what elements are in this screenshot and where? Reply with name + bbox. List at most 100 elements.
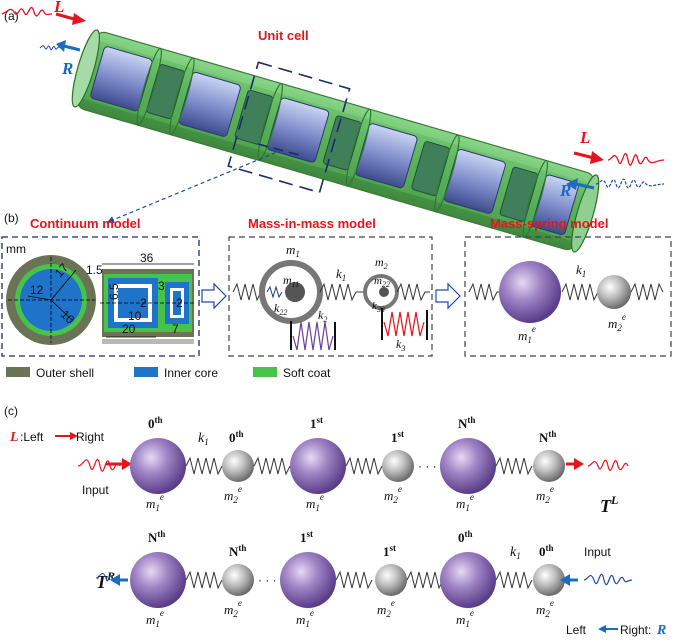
incident-wave-right: R bbox=[559, 178, 665, 200]
dim-2a: 2 bbox=[140, 296, 147, 310]
chain-bot-big-0 bbox=[440, 552, 496, 608]
svg-text:Left: Left bbox=[566, 623, 587, 637]
chain-top-small-0 bbox=[222, 450, 254, 482]
svg-text:L: L bbox=[9, 430, 19, 445]
label-k3: k3 bbox=[396, 337, 405, 353]
chain-bot-small-0 bbox=[533, 564, 565, 596]
legend-swatch-soft-coat bbox=[253, 367, 277, 377]
sphere-m1e bbox=[499, 261, 561, 323]
label-k33: k33 bbox=[372, 300, 385, 314]
ord-top-0: 0th bbox=[148, 415, 163, 431]
ord-bot-1: Nth bbox=[229, 543, 246, 559]
label-TR: TR bbox=[96, 569, 115, 592]
bot-m2e-1: m2e bbox=[377, 598, 395, 619]
ord-bot-4: 0th bbox=[458, 529, 473, 545]
ord-bot-0: Nth bbox=[148, 529, 165, 545]
legend-outer-shell: Outer shell bbox=[36, 366, 94, 380]
chain-bot-big-1 bbox=[280, 552, 336, 608]
dim-7: 7 bbox=[172, 322, 179, 336]
chain-left-to-right: Input · · · k1 TL 0th 0th 1st 1st Nth Nt… bbox=[77, 415, 629, 516]
inner-mass-m11 bbox=[285, 282, 305, 302]
dim-20: 20 bbox=[122, 322, 136, 336]
chain-top-big-1 bbox=[290, 438, 346, 494]
incident-wave-left: L bbox=[1, 0, 86, 25]
ms-label-m2e: m2e bbox=[608, 312, 626, 333]
chain-bot-big-N bbox=[130, 552, 186, 608]
legend-swatch-inner-core bbox=[134, 367, 158, 377]
top-m2e-N: m2e bbox=[536, 484, 554, 505]
dim-3: 3 bbox=[158, 279, 165, 293]
key-right-to-left: Left Right: R bbox=[566, 623, 666, 638]
input-label-bottom: Input bbox=[584, 545, 611, 559]
unit-mm: mm bbox=[6, 242, 26, 256]
chain-bot-small-1 bbox=[375, 564, 407, 596]
legend-soft-coat: Soft coat bbox=[283, 366, 331, 380]
label-m22: m22 bbox=[374, 275, 390, 289]
svg-text:Right:: Right: bbox=[620, 623, 651, 637]
chain-top-big-N bbox=[440, 438, 496, 494]
top-m2e-0: m2e bbox=[224, 484, 242, 505]
label-k1: k1 bbox=[336, 266, 346, 283]
dots-top: · · · bbox=[418, 459, 437, 473]
ord-bot-2: 1st bbox=[300, 529, 313, 545]
label-m11: m11 bbox=[283, 273, 299, 289]
ms-label-k1: k1 bbox=[576, 262, 586, 279]
ord-top-3: 1st bbox=[391, 429, 404, 445]
reflected-wave-left: R bbox=[39, 40, 81, 78]
svg-text:R: R bbox=[656, 623, 666, 638]
svg-text:Right: Right bbox=[76, 430, 105, 444]
top-ordinals: 0th 0th 1st 1st Nth Nth bbox=[148, 415, 556, 445]
top-m1e-0: m1e bbox=[146, 492, 164, 513]
sphere-m2e bbox=[597, 275, 631, 309]
transition-arrow-1 bbox=[201, 282, 227, 310]
transmitted-wave-right: L bbox=[573, 128, 665, 166]
bottom-ordinals: Nth Nth 1st 1st 0th 0th bbox=[148, 529, 554, 559]
input-label-top: Input bbox=[82, 483, 109, 497]
bot-m1e-N: m1e bbox=[146, 608, 164, 629]
ord-bot-3: 1st bbox=[383, 543, 396, 559]
ms-label-m1e: m1e bbox=[518, 324, 536, 345]
ord-top-5: Nth bbox=[539, 429, 556, 445]
dim-2b: 2 bbox=[176, 296, 183, 310]
chain-top-small-1 bbox=[382, 450, 414, 482]
unit-cell-box bbox=[227, 61, 351, 194]
material-legend: Outer shell Inner core Soft coat bbox=[6, 366, 331, 380]
bot-m2e-0: m2e bbox=[536, 598, 554, 619]
inner-cores bbox=[90, 46, 579, 236]
label-m1: m1 bbox=[286, 242, 300, 259]
panel-label-b: (b) bbox=[4, 211, 19, 225]
input-wave-bottom bbox=[583, 573, 633, 586]
legend-inner-core: Inner core bbox=[164, 366, 218, 380]
mass-spring-model: k1 m1e m2e bbox=[464, 236, 672, 357]
ord-bot-5: 0th bbox=[539, 543, 554, 559]
panel-label-c: (c) bbox=[4, 404, 18, 418]
unit-cell-label: Unit cell bbox=[258, 28, 309, 43]
ord-top-2: 1st bbox=[310, 415, 323, 431]
top-mass-labels: m1e m2e m1e m2e m1e m2e bbox=[146, 484, 554, 513]
dim-1-5: 1.5 bbox=[86, 263, 103, 277]
wave-label-L-bottom: L bbox=[579, 128, 590, 147]
dim-12: 12 bbox=[30, 283, 44, 297]
top-m1e-N: m1e bbox=[456, 492, 474, 513]
mass-in-mass-model: m1 m11 k22 k1 m2 m22 k33 k2 k3 bbox=[228, 236, 433, 357]
key-left-to-right: L :Left Right bbox=[9, 430, 105, 445]
label-m2: m2 bbox=[375, 255, 388, 271]
transition-arrow-2 bbox=[435, 282, 461, 310]
wave-label-R-top: R bbox=[61, 59, 73, 78]
chain-bot-small-N bbox=[222, 564, 254, 596]
top-m2e-1: m2e bbox=[384, 484, 402, 505]
wave-label-L-top: L bbox=[53, 0, 64, 16]
dim-6-5: 6.5 bbox=[107, 283, 121, 300]
legend-swatch-outer-shell bbox=[6, 367, 30, 377]
bot-m1e-1: m1e bbox=[296, 608, 314, 629]
label-k2: k2 bbox=[318, 308, 327, 324]
zoom-arrow bbox=[106, 143, 304, 224]
mass-in-mass-title: Mass-in-mass model bbox=[248, 216, 376, 231]
output-wave-top bbox=[587, 459, 629, 471]
mass-spring-title: Mass-spring model bbox=[490, 216, 608, 231]
top-m1e-1: m1e bbox=[306, 492, 324, 513]
dim-10: 10 bbox=[128, 309, 142, 323]
wave-label-R-bottom: R bbox=[559, 181, 571, 200]
chain-right-to-left: TR · · · Input k1 Nth Nth 1st 1st 0th 0t… bbox=[95, 529, 633, 629]
